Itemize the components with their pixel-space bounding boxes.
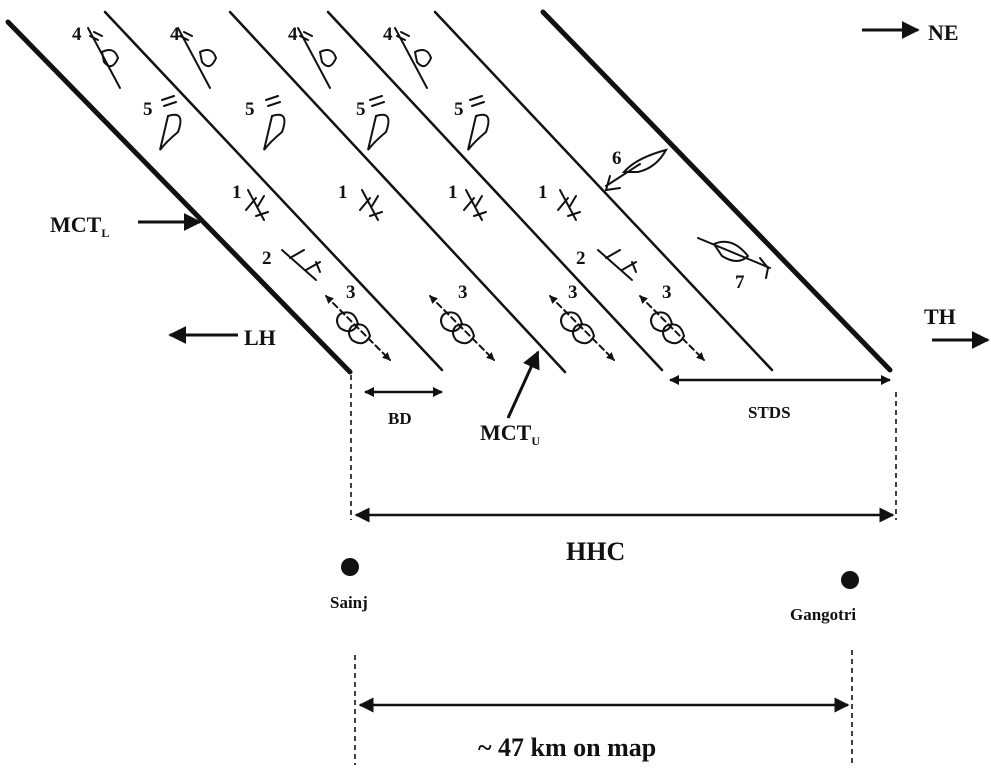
number-5: 5 xyxy=(143,99,153,120)
number-1: 1 xyxy=(448,182,458,203)
number-3: 3 xyxy=(568,282,578,303)
ne-label: NE xyxy=(928,20,959,45)
structure-6-glyph xyxy=(604,148,669,192)
zone-line-5 xyxy=(433,10,774,372)
number-4: 4 xyxy=(383,24,393,45)
zone-line-2 xyxy=(103,10,444,372)
gangotri-label: Gangotri xyxy=(790,605,856,624)
structure-3-glyph xyxy=(325,295,705,361)
number-5: 5 xyxy=(245,99,255,120)
number-2: 2 xyxy=(576,248,586,269)
number-5: 5 xyxy=(454,99,464,120)
number-3: 3 xyxy=(662,282,672,303)
number-4: 4 xyxy=(288,24,298,45)
stds-boundary-line xyxy=(540,9,893,373)
structure-5-glyph xyxy=(159,95,490,151)
number-1: 1 xyxy=(538,182,548,203)
mct-l-boundary-line xyxy=(5,19,353,375)
mct-l-label: MCTL xyxy=(50,212,109,240)
stds-label: STDS xyxy=(748,403,791,422)
hhc-label: HHC xyxy=(566,537,625,566)
sainj-label: Sainj xyxy=(330,593,368,612)
number-1: 1 xyxy=(232,182,242,203)
number-1: 1 xyxy=(338,182,348,203)
structure-7-glyph xyxy=(697,237,771,279)
zone-line-3 xyxy=(228,10,567,374)
gangotri-location-dot xyxy=(841,571,859,589)
number-4: 4 xyxy=(72,24,82,45)
structure-4-glyph xyxy=(87,27,433,89)
number-2: 2 xyxy=(262,248,272,269)
number-5: 5 xyxy=(356,99,366,120)
lh-label: LH xyxy=(244,325,276,350)
distance-label: ~ 47 km on map xyxy=(478,733,656,762)
structure-2-glyph xyxy=(281,249,637,281)
mct-u-label: MCTU xyxy=(480,420,540,448)
number-6: 6 xyxy=(612,148,622,169)
number-4: 4 xyxy=(170,24,180,45)
mct-u-boundary-line xyxy=(326,10,664,372)
structure-1-glyph xyxy=(245,189,581,221)
structure-numbers: 4 4 4 4 5 5 5 5 1 1 1 1 2 2 3 3 3 3 6 7 xyxy=(72,24,745,303)
number-3: 3 xyxy=(458,282,468,303)
th-label: TH xyxy=(924,304,956,329)
sainj-location-dot xyxy=(341,558,359,576)
bd-label: BD xyxy=(388,409,412,428)
number-3: 3 xyxy=(346,282,356,303)
number-7: 7 xyxy=(735,272,745,293)
mct-u-arrow xyxy=(506,350,540,419)
